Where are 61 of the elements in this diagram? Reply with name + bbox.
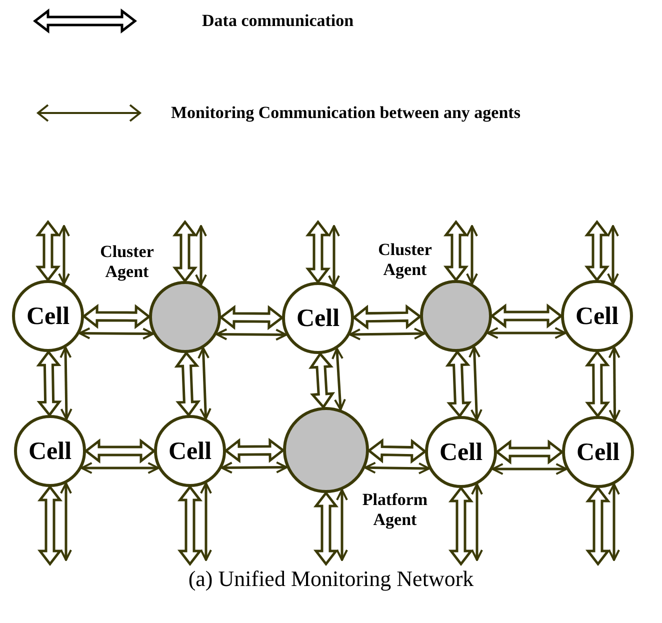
monitoring-arrow — [332, 348, 346, 411]
monitoring-arrow — [195, 225, 207, 286]
node-label: Cell — [439, 440, 483, 464]
monitoring-arrow — [471, 483, 483, 561]
data-arrow — [172, 220, 198, 284]
monitoring-arrow — [60, 482, 72, 561]
data-arrow — [445, 350, 472, 418]
data-arrow — [305, 220, 331, 284]
data-arrow — [313, 490, 339, 566]
monitoring-arrow — [486, 327, 566, 339]
node-label: Cell — [576, 440, 620, 464]
agent-circle — [420, 280, 492, 352]
data-arrow — [174, 350, 201, 418]
data-arrow — [35, 220, 61, 282]
monitoring-arrow — [200, 482, 212, 561]
monitoring-arrow — [328, 225, 340, 287]
data-arrow — [352, 304, 422, 330]
monitoring-arrow — [492, 463, 568, 475]
data-arrow — [584, 220, 610, 282]
data-arrow — [448, 486, 474, 566]
monitoring-arrow — [220, 461, 288, 474]
agent-label: Cluster Agent — [377, 240, 433, 281]
node-label: Cell — [575, 304, 619, 328]
data-arrow — [36, 350, 62, 418]
monitoring-arrow — [348, 328, 426, 340]
legend-label: Monitoring Communication between any agents — [171, 103, 520, 123]
agent-label: Platform Agent — [361, 490, 429, 531]
monitoring-arrow — [607, 225, 619, 285]
data-arrow — [82, 304, 152, 330]
monitoring-arrow — [364, 462, 430, 474]
monitoring-arrow — [608, 346, 621, 422]
data-arrow — [224, 438, 286, 464]
agent-label: Cluster Agent — [99, 242, 155, 283]
data-arrow — [490, 303, 564, 329]
monitoring-arrow — [80, 462, 160, 474]
data-arrow — [37, 484, 63, 566]
data-arrow — [218, 304, 284, 330]
data-arrow — [494, 439, 564, 465]
data-arrow — [177, 484, 203, 566]
data-arrow — [308, 352, 336, 410]
node-label: Cell — [28, 438, 72, 464]
monitoring-arrow — [78, 327, 154, 340]
data-arrow — [366, 438, 428, 464]
data-arrow — [443, 220, 469, 282]
node-label: Cell — [296, 306, 340, 330]
data-arrow — [84, 438, 156, 464]
monitoring-arrow — [468, 346, 482, 421]
monitoring-arrow — [336, 488, 348, 561]
monitoring-arrow — [216, 328, 288, 341]
data-arrow — [584, 350, 610, 418]
monitoring-arrow — [466, 225, 478, 285]
node-label: Cell — [26, 304, 70, 328]
monitoring-arrow — [60, 346, 72, 420]
agent-circle — [149, 281, 221, 353]
monitoring-arrow — [198, 347, 212, 420]
data-arrow — [585, 486, 611, 566]
monitoring-arrow — [608, 483, 620, 561]
node-label: Cell — [168, 438, 212, 464]
caption: (a) Unified Monitoring Network — [187, 566, 475, 592]
monitoring-arrow — [58, 225, 70, 285]
legend-label: Data communication — [202, 11, 354, 31]
